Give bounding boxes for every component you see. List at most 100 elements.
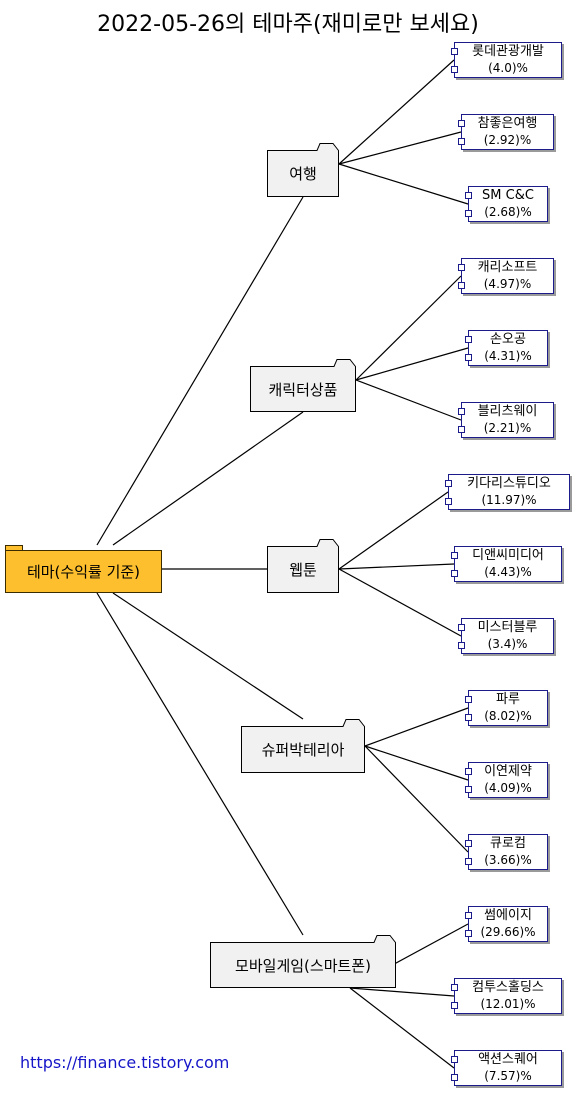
stock-node: 이연제약 (4.09)% (465, 762, 548, 798)
stock-name: SM C&C (482, 188, 534, 203)
theme-label: 슈퍼박테리아 (261, 741, 345, 759)
component-pin (451, 552, 458, 559)
root-label: 테마(수익률 기준) (5, 550, 162, 593)
stock-name: 파루 (496, 692, 520, 707)
component-pin (465, 840, 472, 847)
stock-node: 키다리스튜디오 (11.97)% (445, 474, 570, 510)
theme-label: 모바일게임(스마트폰) (235, 956, 371, 975)
stock-node: 롯데관광개발 (4.0)% (451, 42, 562, 78)
stock-return: (4.43)% (484, 565, 532, 579)
root-folder-tab (5, 545, 23, 551)
stock-node: 블리츠웨이 (2.21)% (458, 402, 554, 438)
stock-node: 컴투스홀딩스 (12.01)% (451, 978, 562, 1014)
theme-to-stock-edge (338, 563, 455, 570)
component-pin (465, 858, 472, 865)
stock-node: 참좋은여행(2.92)% (458, 114, 554, 150)
folder-shape (267, 539, 339, 593)
component-pin (458, 408, 465, 415)
stock-return: (4.0)% (488, 61, 528, 75)
theme-to-stock-edge (364, 745, 469, 853)
root-to-theme-edge (96, 592, 304, 936)
component-pin (465, 714, 472, 721)
component-pin (451, 570, 458, 577)
stock-name: 썸에이지 (484, 908, 532, 923)
theme-label: 여행 (289, 165, 317, 183)
component-pin (458, 264, 465, 271)
component-pin (458, 624, 465, 631)
stock-node: 파루 (8.02)% (465, 690, 548, 726)
component-pin (458, 642, 465, 649)
root-node: 테마(수익률 기준) (5, 545, 162, 593)
stock-name: 참좋은여행 (477, 116, 538, 131)
folder-shape (210, 935, 396, 988)
component-pin (451, 66, 458, 73)
stock-name: 미스터블루 (477, 620, 538, 635)
stock-return: (4.97)% (483, 277, 532, 291)
theme-to-stock-edge (349, 987, 455, 1069)
stock-node: 미스터블루(3.4)% (458, 618, 554, 654)
theme-to-stock-edge (338, 568, 462, 637)
theme-label: 웹툰 (289, 561, 317, 579)
theme-label: 캐릭터상품 (268, 380, 338, 399)
stock-name: 키다리스튜디오 (467, 476, 551, 491)
stock-name: 손오공 (490, 332, 526, 347)
component-pin (465, 768, 472, 775)
stock-name: 캐리소프트 (477, 260, 538, 275)
theme-node: 슈퍼박테리아 (241, 719, 365, 773)
stock-node: 썸에이지 (29.66)% (465, 906, 548, 942)
theme-to-stock-edge (338, 59, 455, 165)
stock-return: (12.01)% (480, 997, 536, 1011)
component-pin (465, 930, 472, 937)
component-pin (451, 1002, 458, 1009)
stock-node: 손오공 (4.31)% (465, 330, 548, 366)
theme-to-stock-edge (349, 987, 455, 997)
component-pin (465, 336, 472, 343)
component-pin (458, 120, 465, 127)
stock-return: (2.21)% (483, 421, 532, 435)
component-pin (445, 498, 452, 505)
theme-node: 캐릭터상품 (250, 359, 356, 412)
theme-to-stock-edge (355, 347, 469, 381)
component-pin (451, 1074, 458, 1081)
component-pin (451, 1056, 458, 1063)
component-pin (445, 480, 452, 487)
theme-node: 모바일게임(스마트폰) (210, 935, 396, 988)
folder-shape (267, 143, 339, 197)
stock-name: 롯데관광개발 (472, 44, 544, 59)
stock-name: 컴투스홀딩스 (472, 980, 544, 995)
stock-name: 블리츠웨이 (477, 404, 538, 419)
component-pin (451, 48, 458, 55)
stock-name: 디앤씨미디어 (472, 548, 544, 563)
stock-return: (7.57)% (484, 1069, 532, 1083)
theme-to-stock-edge (355, 379, 462, 421)
component-pin (465, 192, 472, 199)
theme-to-stock-edge (338, 491, 449, 570)
theme-node: 여행 (267, 143, 339, 197)
stock-node: 큐로컴(3.66)% (465, 834, 548, 870)
root-to-theme-edge (96, 196, 304, 546)
stock-return: (2.68)% (484, 205, 532, 219)
stock-node: 액션스퀘어 (7.57)% (451, 1050, 562, 1086)
stock-return: (4.09)% (484, 781, 532, 795)
theme-to-stock-edge (364, 707, 469, 747)
stock-name: 액션스퀘어 (478, 1052, 538, 1067)
stock-return: (29.66)% (480, 925, 536, 939)
stock-return: (4.31)% (484, 349, 532, 363)
theme-to-stock-edge (355, 275, 462, 381)
component-pin (465, 912, 472, 919)
stock-return: (8.02)% (484, 709, 532, 723)
folder-shape (241, 719, 365, 773)
root-to-theme-edge (112, 592, 304, 720)
stock-return: (3.66)% (484, 853, 532, 867)
root-to-theme-edge (112, 411, 304, 546)
stock-name: 이연제약 (484, 764, 532, 779)
footer-link[interactable]: https://finance.tistory.com (20, 1053, 230, 1072)
stock-node: 디앤씨미디어 (4.43)% (451, 546, 562, 582)
component-pin (465, 354, 472, 361)
stock-return: (11.97)% (481, 493, 537, 507)
folder-shape (250, 359, 356, 412)
theme-node: 웹툰 (267, 539, 339, 593)
component-pin (458, 282, 465, 289)
component-pin (465, 210, 472, 217)
